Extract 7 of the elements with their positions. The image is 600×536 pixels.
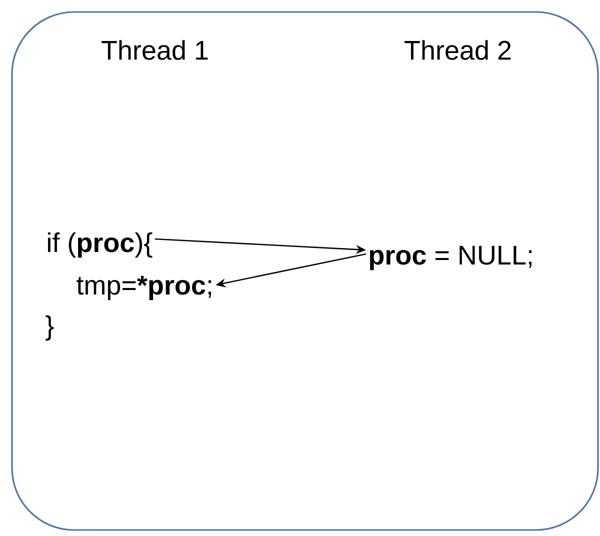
rounded-panel bbox=[11, 11, 599, 531]
column-heading: Thread 2 bbox=[404, 40, 511, 60]
code-line: } bbox=[46, 315, 54, 341]
code-line: proc = NULL; bbox=[370, 246, 532, 270]
code-line: if (proc){ bbox=[48, 232, 152, 258]
code-line: tmp=*proc; bbox=[76, 276, 212, 300]
column-heading: Thread 1 bbox=[102, 40, 208, 60]
